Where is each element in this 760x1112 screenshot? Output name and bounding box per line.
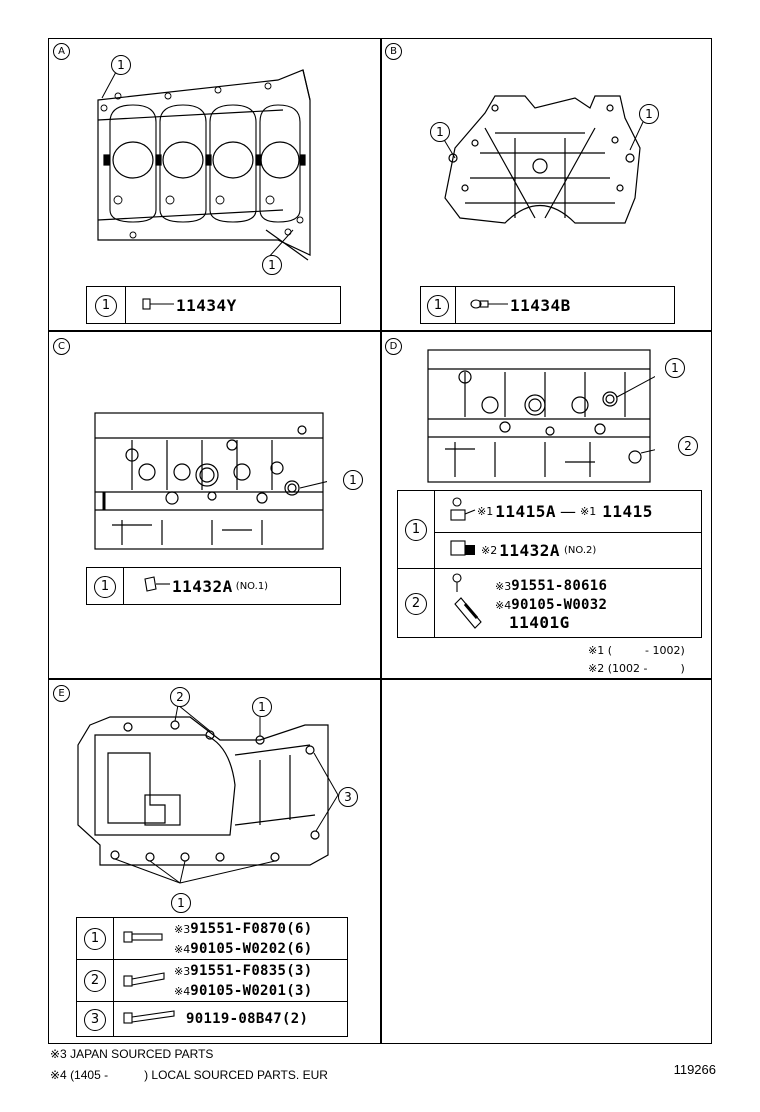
table-row: 1 ※1 11415A — ※1 11415 [397, 490, 702, 569]
panel-divider-vertical [380, 38, 382, 1044]
row-number: 2 [405, 592, 427, 615]
part-number[interactable]: 11434B [510, 295, 571, 315]
panel-divider-row1 [48, 330, 712, 332]
part-note: (NO.1) [235, 580, 269, 592]
panel-d-range-notes: ※1 ( - 1002) ※2 (1002 - ) [588, 642, 685, 678]
panel-c-cylinder-block-side-drawing [92, 410, 327, 552]
stud-bolt-icon [122, 1008, 182, 1030]
panel-c-callout: 1 [343, 470, 363, 490]
footnote-mark: ※2 [481, 544, 498, 557]
plug-icon [142, 296, 176, 315]
panel-e-letter: E [53, 685, 70, 702]
panel-a-parts-table: 1 11434Y [86, 286, 341, 324]
range-note: ※1 ( - 1002) [588, 644, 685, 657]
panel-e-parts-table: 1 ※391551-F0870(6) ※490105-W0202(6) 2 [76, 917, 348, 1037]
panel-e-callout-1-bottom: 1 [171, 893, 191, 913]
knock-sensor-icon [443, 496, 477, 528]
panel-d-callout-2: 2 [678, 436, 698, 456]
part-number[interactable]: 91551-F0870(6) [190, 920, 313, 937]
footnote-japan-sourced: ※3 JAPAN SOURCED PARTS [50, 1047, 214, 1061]
row-number: 3 [84, 1008, 106, 1031]
part-number[interactable]: 90105-W0202(6) [190, 940, 313, 957]
part-number[interactable]: 90105-W0201(3) [190, 982, 313, 999]
panel-b-letter: B [385, 43, 402, 60]
row-number: 1 [94, 575, 116, 598]
panel-a-letter: A [53, 43, 70, 60]
footnote-mark: ※3 [174, 964, 191, 978]
part-number[interactable]: 91551-80616 [511, 577, 608, 594]
table-row: 3 90119-08B47(2) [76, 1001, 348, 1037]
table-row: 2 ※391551-80616 ※490105-W0032 11401G [397, 568, 702, 638]
part-number[interactable]: 91551-F0835(3) [190, 962, 313, 979]
bolt-icon [122, 970, 168, 992]
part-number[interactable]: 11432A [172, 576, 233, 596]
table-row: 1 11434Y [86, 286, 341, 324]
panel-e-oil-pan-drawing [70, 705, 340, 885]
row-number: 1 [84, 928, 106, 950]
part-number[interactable]: 11415 [602, 502, 653, 521]
part-number[interactable]: 11415A [495, 502, 557, 521]
row-number: 1 [405, 519, 427, 541]
footnote-mark: ※4 [174, 984, 191, 998]
bolt-and-sensor-icon [447, 570, 491, 636]
panel-c-parts-table: 1 11432A (NO.1) [86, 567, 341, 605]
footnote-mark: ※1 [580, 505, 597, 518]
panel-b-cylinder-block-end-drawing [425, 88, 655, 238]
row-number: 2 [84, 970, 106, 992]
table-row: ※2 11432A (NO.2) [398, 532, 702, 569]
part-number[interactable]: 90105-W0032 [511, 596, 608, 613]
panel-d-letter: D [385, 338, 402, 355]
row-number: 1 [427, 294, 449, 317]
footnote-mark: ※3 [495, 579, 512, 593]
panel-e-callout-3: 3 [338, 787, 358, 807]
part-number[interactable]: 11401G [509, 612, 570, 632]
part-number[interactable]: 11432A [499, 541, 561, 560]
footnote-local-sourced: ※4 (1405 - ) LOCAL SOURCED PARTS. EUR [50, 1068, 328, 1082]
panel-d-parts-table: 1 ※1 11415A — ※1 11415 ※2 11432A [397, 490, 702, 638]
panel-b-parts-table: 1 11434B [420, 286, 675, 324]
part-number[interactable]: 90119-08B47(2) [186, 1011, 309, 1027]
panel-c-letter: C [53, 338, 70, 355]
table-row: 2 ※391551-F0835(3) ※490105-W0201(3) [76, 959, 348, 1002]
footnote-mark: ※4 [495, 598, 512, 612]
table-row: 1 ※391551-F0870(6) ※490105-W0202(6) [76, 917, 348, 960]
range-note: ※2 (1002 - ) [588, 662, 685, 675]
panel-a-callout-lower: 1 [262, 255, 282, 275]
part-note: (NO.2) [564, 545, 597, 556]
diagram-code: 119266 [673, 1062, 716, 1077]
table-row: 1 11432A (NO.1) [86, 567, 341, 605]
footnote-mark: ※4 [174, 942, 191, 956]
panel-a-cylinder-block-drawing [78, 60, 323, 265]
plug-icon [470, 296, 510, 315]
panel-divider-row2 [48, 678, 712, 680]
panel-e-callout-2: 2 [170, 687, 190, 707]
panel-a-callout-upper: 1 [111, 55, 131, 75]
footnote-mark: ※1 [477, 505, 494, 518]
bolt-icon [122, 929, 168, 948]
panel-b-callout-left: 1 [430, 122, 450, 142]
panel-e-callout-1-top: 1 [252, 697, 272, 717]
panel-b-callout-right: 1 [639, 104, 659, 124]
row-number: 1 [95, 294, 117, 317]
plug-icon [142, 575, 172, 597]
panel-d-cylinder-block-side-drawing [425, 347, 655, 485]
part-number[interactable]: 11434Y [176, 295, 237, 315]
panel-d-callout-1: 1 [665, 358, 685, 378]
footnote-mark: ※3 [174, 922, 191, 936]
oil-pressure-switch-icon [445, 537, 481, 565]
table-row: 1 11434B [420, 286, 675, 324]
